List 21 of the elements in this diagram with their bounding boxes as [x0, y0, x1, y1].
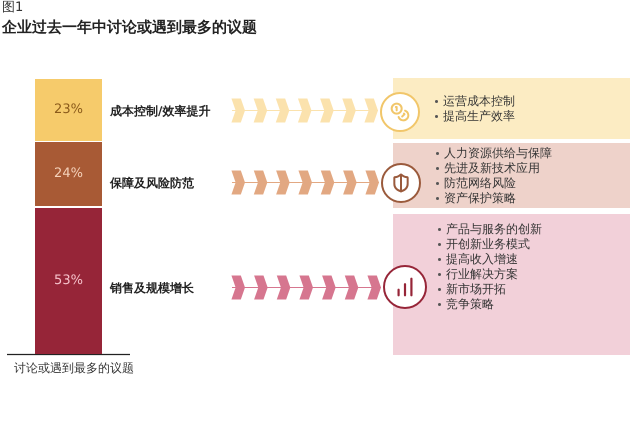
axis-label: 讨论或遇到最多的议题: [14, 360, 134, 376]
bullet-text: 产品与服务的创新: [446, 222, 542, 237]
bullet-text: 行业解决方案: [446, 267, 518, 282]
bullet-text: 竞争策略: [446, 297, 494, 312]
bar-segment: 23%: [35, 79, 102, 141]
bar-segment: 53%: [35, 208, 102, 354]
figure-number: 图1: [2, 0, 24, 16]
bullet-text: 资产保护策略: [444, 190, 516, 206]
title: 企业过去一年中讨论或遇到最多的议题: [2, 17, 257, 37]
bar-segment: 24%: [35, 142, 102, 206]
topic-label: 成本控制/效率提升: [110, 101, 228, 121]
bullet-text: 开创新业务模式: [446, 237, 530, 252]
topic-label: 销售及规模增长: [110, 278, 228, 298]
bullet-text: 先进及新技术应用: [444, 160, 540, 176]
bullet-text: 提高收入增速: [446, 252, 518, 267]
bullet-text: 提高生产效率: [443, 108, 515, 124]
bullet-text: 运营成本控制: [443, 94, 515, 108]
bullet-text: 防范网络风险: [444, 176, 516, 190]
bullet-text: 新市场开拓: [446, 282, 506, 297]
topic-label: 保障及风险防范: [110, 173, 228, 193]
bullet-text: 人力资源供给与保障: [444, 146, 552, 160]
